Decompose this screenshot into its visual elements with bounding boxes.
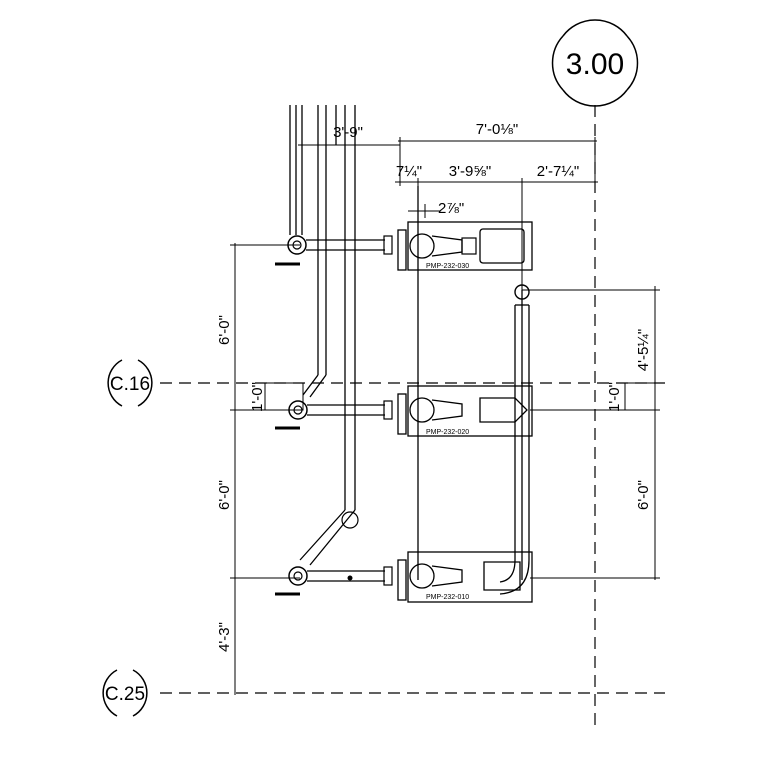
dim-seg-a: 7¼"	[396, 163, 422, 180]
left-dimensions: 6'-0" 1'-0" 6'-0" 4'-3"	[216, 243, 304, 695]
pump-020-assembly: PMP-232-020	[275, 385, 533, 437]
dim-right-upper: 4'-5¼"	[635, 329, 652, 371]
suction-risers	[289, 105, 359, 566]
dim-overall: 7'-0⅛"	[476, 121, 518, 138]
grid-line-c-16: C.16	[107, 359, 665, 407]
dim-seg-b: 3'-9⅝"	[449, 163, 491, 180]
pump-skid-frame	[417, 186, 523, 580]
dim-right-mid: 1'-0"	[606, 382, 623, 412]
pump-010-tag: PMP-232-010	[426, 594, 469, 601]
grid-line-3-00: 3.00	[551, 19, 639, 725]
grid-label-3-00: 3.00	[566, 48, 624, 81]
grid-line-c-25: C.25	[102, 669, 665, 717]
dim-left-upper: 6'-0"	[216, 315, 233, 345]
grid-label-c-25: C.25	[105, 684, 145, 705]
dim-left-lower: 6'-0"	[216, 480, 233, 510]
dim-top-pipe: 3'-9"	[333, 124, 363, 141]
dim-left-bottom: 4'-3"	[216, 622, 233, 652]
pump-030-assembly: PMP-232-030	[275, 221, 533, 271]
pump-020-tag: PMP-232-020	[426, 429, 469, 436]
pump-010-assembly: PMP-232-010	[275, 551, 533, 603]
right-dimensions: 4'-5¼" 1'-0" 6'-0"	[522, 286, 660, 580]
discharge-header	[499, 284, 530, 595]
dim-left-mid: 1'-0"	[249, 382, 266, 412]
dim-right-lower: 6'-0"	[635, 480, 652, 510]
pump-030-tag: PMP-232-030	[426, 263, 469, 270]
top-dimensions: 3'-9" 7'-0⅛" 7¼" 3'-9⅝" 2'-7¼" 2⅞"	[298, 121, 598, 290]
dim-seg-c: 2'-7¼"	[537, 163, 579, 180]
dim-offset-small: 2⅞"	[438, 200, 464, 217]
grid-label-c-16: C.16	[110, 374, 150, 395]
